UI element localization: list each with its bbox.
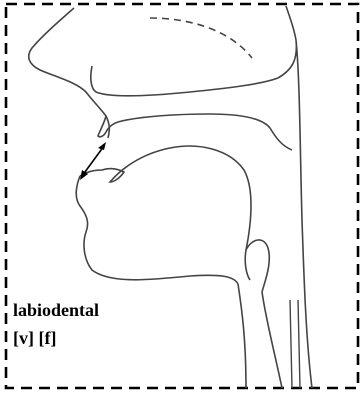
- dashed-frame: [6, 4, 358, 388]
- arrow-head-lower: [80, 170, 88, 180]
- pharynx-back-wall: [278, 6, 312, 388]
- nasal-cavity-outline: [91, 66, 278, 96]
- velum-dashed-line: [150, 18, 252, 58]
- trachea-lines: [290, 300, 300, 388]
- chin-outline: [76, 176, 238, 284]
- nose-outline: [29, 8, 110, 138]
- diagram-caption: labiodental: [13, 301, 99, 319]
- phonetic-symbols: [v] [f]: [13, 329, 56, 347]
- upper-lip-and-teeth: [98, 114, 292, 150]
- arrow-head-upper: [98, 142, 106, 150]
- tongue-and-lower-lip: [80, 146, 251, 280]
